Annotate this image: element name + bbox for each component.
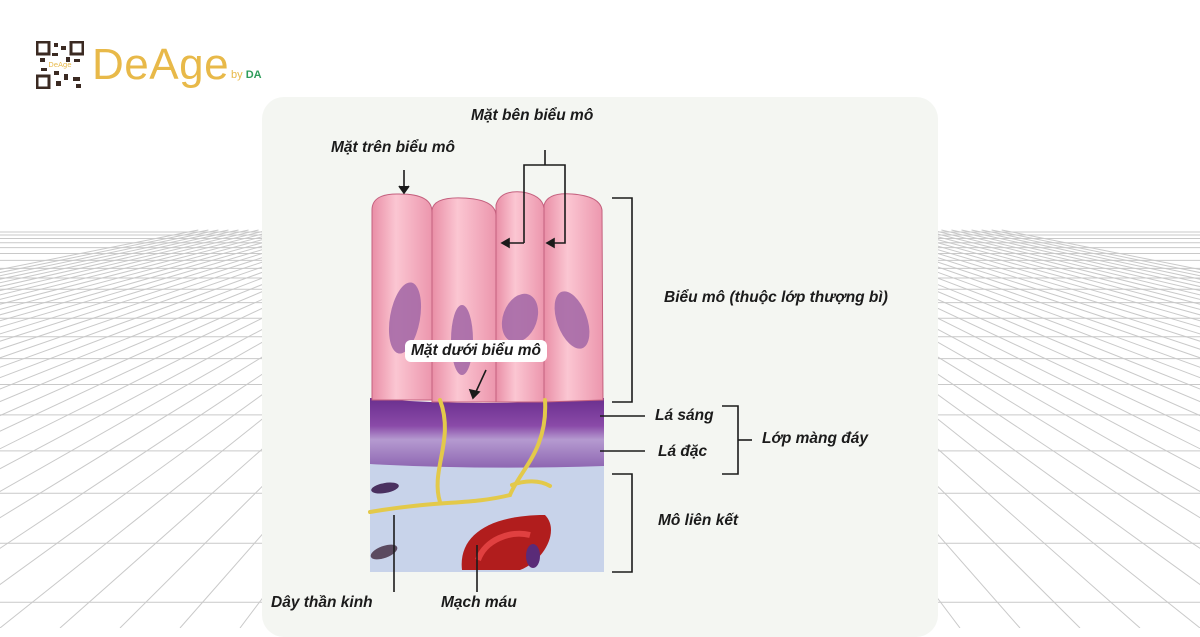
label-blood-vessel: Mạch máu [441, 594, 517, 611]
label-lamina-lucida: Lá sáng [655, 407, 714, 424]
deage-logo: DeAge DeAge by DA [36, 41, 262, 89]
svg-text:DeAge: DeAge [48, 61, 71, 69]
epithelial-cells [371, 191, 604, 403]
qr-code-icon: DeAge [36, 41, 84, 89]
label-basal-surface: Mặt dưới biểu mô [405, 340, 547, 362]
label-lateral-surface: Mặt bên biểu mô [471, 107, 594, 124]
blood-vessel [461, 515, 551, 570]
label-nerve: Dây thần kinh [271, 594, 373, 611]
label-basement-membrane: Lớp màng đáy [762, 430, 869, 447]
label-lamina-densa: Lá đặc [658, 443, 708, 460]
leader-lines [393, 150, 752, 592]
nerve-fiber [368, 398, 552, 514]
label-epithelium: Biểu mô (thuộc lớp thượng bì) [664, 289, 888, 306]
label-connective-tissue: Mô liên kết [658, 512, 739, 529]
brand-name: DeAge [92, 40, 230, 89]
basement-membrane [370, 398, 604, 468]
label-apical-surface: Mặt trên biểu mô [331, 139, 456, 156]
brand-by: by DA [231, 69, 262, 81]
